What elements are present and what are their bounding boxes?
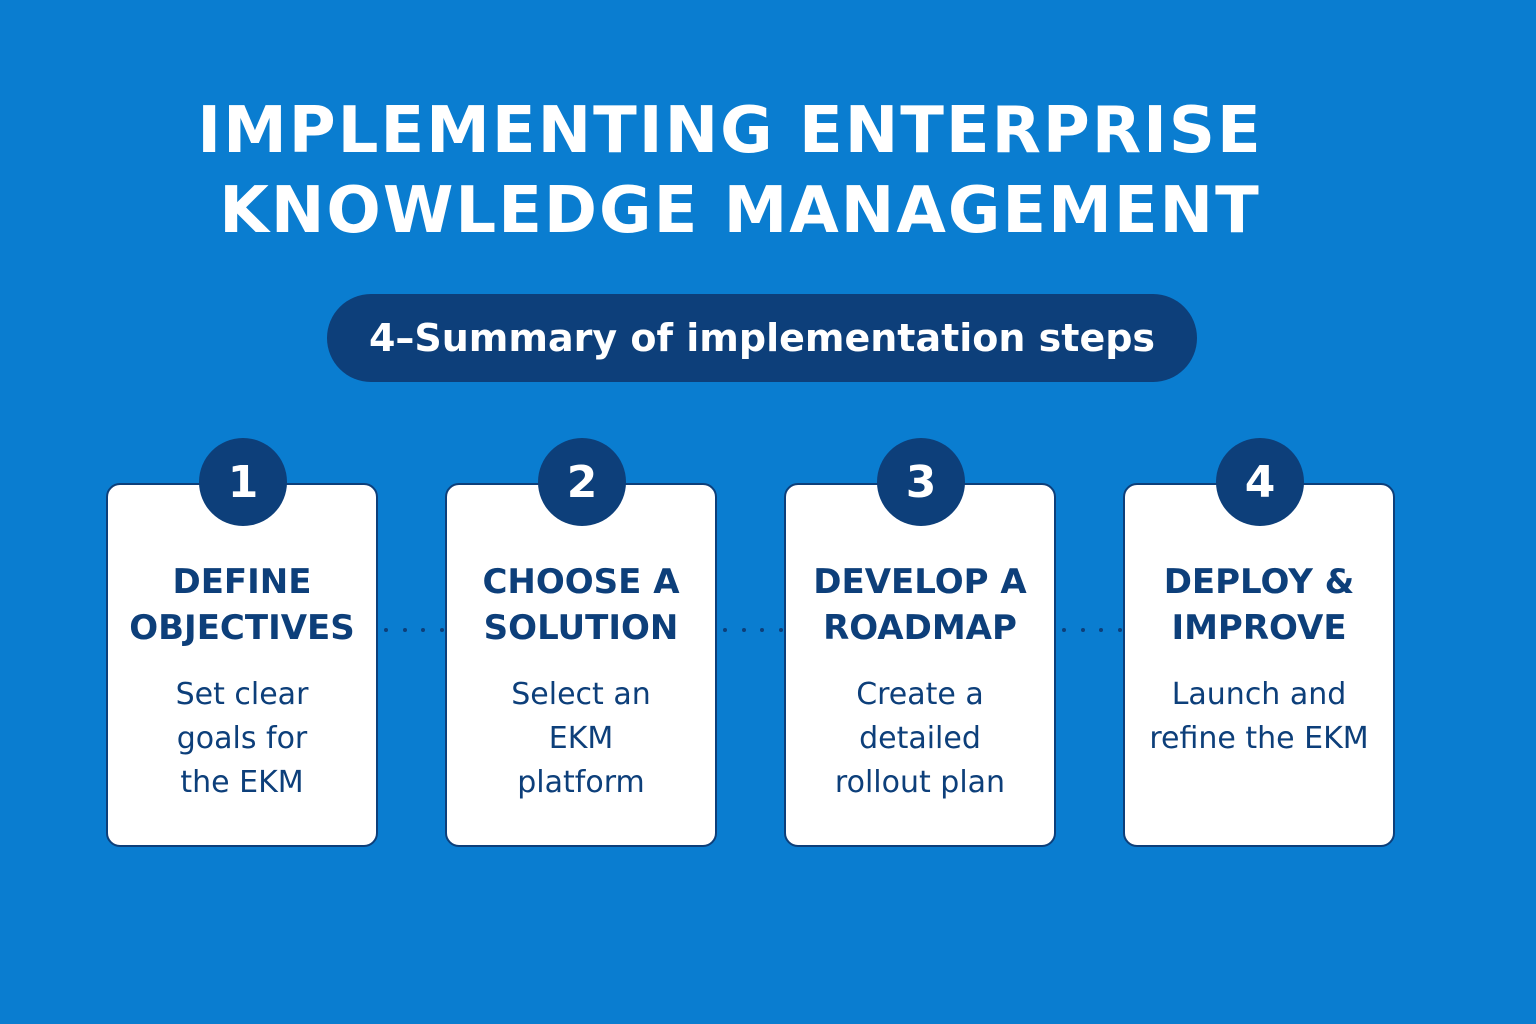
step-description: Create a detailed rollout plan <box>834 677 1006 800</box>
step-number-badge: 2 <box>538 438 626 526</box>
step-title: DEFINE OBJECTIVES <box>129 562 355 648</box>
subtitle-pill: 4–Summary of implementation steps <box>327 294 1197 382</box>
dotted-connector <box>723 624 783 636</box>
step-number-badge: 1 <box>199 438 287 526</box>
step-description: Launch and refine the EKM <box>1149 677 1369 756</box>
step-number-badge: 3 <box>877 438 965 526</box>
page-title-line-2: KNOWLEDGE MANAGEMENT <box>219 174 1261 248</box>
dotted-connector <box>384 624 444 636</box>
step-description: Select an EKM platform <box>511 677 651 800</box>
step-title: CHOOSE A SOLUTION <box>482 562 680 648</box>
step-title: DEVELOP A ROADMAP <box>813 562 1027 648</box>
step-title: DEPLOY & IMPROVE <box>1163 562 1355 648</box>
step-card-4: DEPLOY & IMPROVE Launch and refine the E… <box>1123 483 1395 847</box>
step-number-badge: 4 <box>1216 438 1304 526</box>
step-card-3: DEVELOP A ROADMAP Create a detailed roll… <box>784 483 1056 847</box>
dotted-connector <box>1062 624 1122 636</box>
step-card-2: CHOOSE A SOLUTION Select an EKM platform <box>445 483 717 847</box>
page-title-line-1: IMPLEMENTING ENTERPRISE <box>197 94 1263 168</box>
step-description: Set clear goals for the EKM <box>175 677 309 800</box>
step-card-1: DEFINE OBJECTIVES Set clear goals for th… <box>106 483 378 847</box>
